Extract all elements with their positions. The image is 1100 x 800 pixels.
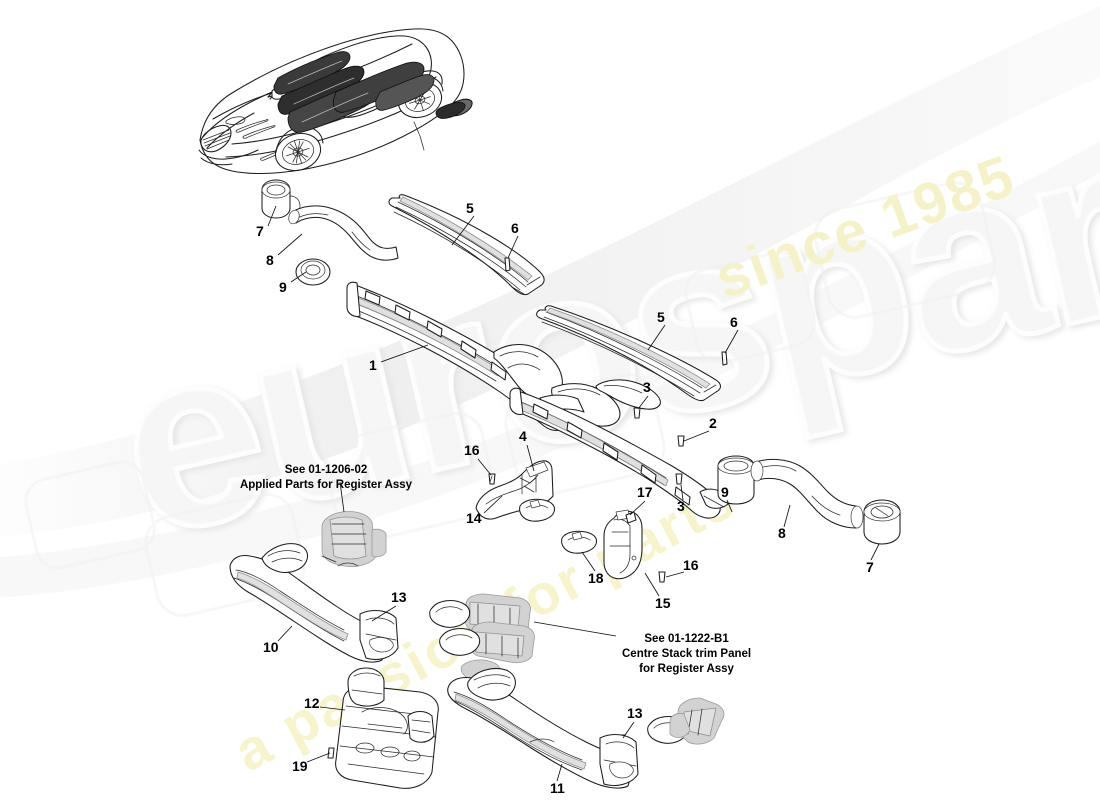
callout-7-upper: 7 — [256, 223, 264, 239]
part-9-connector-ring-lower — [717, 455, 755, 505]
part-6-clip-lower — [721, 351, 728, 366]
part-6-clip-upper — [504, 257, 511, 272]
callout-5-upper: 5 — [466, 200, 474, 216]
callout-9-lower: 9 — [721, 484, 729, 500]
callout-12: 12 — [304, 695, 320, 711]
fastener-3-upper — [633, 407, 641, 419]
callout-8-upper: 8 — [266, 252, 274, 268]
callout-3-upper: 3 — [643, 379, 651, 395]
callout-2: 2 — [709, 415, 717, 431]
part-18-retainer-clip — [561, 530, 597, 554]
callout-9-upper: 9 — [279, 279, 287, 295]
callout-7-lower: 7 — [866, 559, 874, 575]
callout-3-lower: 3 — [677, 498, 685, 514]
callout-15: 15 — [655, 595, 671, 611]
note-centre-stack-line-2: Centre Stack trim Panel — [622, 648, 752, 661]
note-centre-stack-line-1: See 01-1222-B1 — [644, 633, 729, 645]
callout-1: 1 — [369, 357, 377, 373]
part-11-driver-duct — [447, 667, 639, 789]
callout-11: 11 — [550, 780, 565, 796]
callout-16-lower: 16 — [683, 557, 699, 573]
note-centre-stack: See 01-1222-B1 Centre Stack trim Panel f… — [622, 632, 751, 678]
part-9-connector-ring-upper — [295, 258, 331, 286]
part-8-hose-upper — [288, 205, 399, 261]
highlighted-duct-in-car — [273, 51, 473, 133]
part-10-passenger-duct — [229, 543, 399, 663]
part-5-seal-strip-upper — [388, 194, 545, 296]
part-7-end-cap-lower — [863, 499, 901, 545]
vehicle-illustration — [198, 28, 473, 174]
callout-6-lower: 6 — [730, 314, 738, 330]
plenum-bracket — [595, 379, 661, 410]
part-15-bracket — [603, 509, 643, 580]
callout-5-lower: 5 — [657, 309, 665, 325]
note-applied-parts-line-2: Applied Parts for Register Assy — [239, 479, 413, 492]
register-assy-bottom-right — [669, 697, 725, 745]
part-5-seal-strip-lower — [536, 305, 722, 402]
fastener-16-upper — [488, 473, 496, 485]
callout-18: 18 — [588, 570, 604, 586]
clip-near-part-14 — [519, 498, 555, 522]
fastener-3-lower — [675, 473, 683, 485]
centre-stack-registers — [429, 593, 535, 681]
leader-lines — [267, 205, 880, 782]
part-17-bracket-right — [625, 511, 637, 524]
part-8-hose-lower — [750, 458, 864, 529]
callout-19: 19 — [292, 758, 308, 774]
fastener-16-lower — [658, 571, 666, 583]
part-1-main-duct — [346, 281, 621, 432]
callout-14: 14 — [466, 510, 482, 526]
part-7-end-cap-upper — [261, 179, 301, 219]
note-centre-stack-line-3: for Register Assy — [639, 663, 734, 676]
applied-parts-register-assy — [321, 511, 387, 567]
callout-13-a: 13 — [391, 589, 407, 605]
fastener-19 — [327, 747, 335, 759]
note-applied-parts: See 01-1206-02 Applied Parts for Registe… — [240, 463, 412, 493]
callout-4: 4 — [519, 428, 527, 444]
callout-8-lower: 8 — [778, 525, 786, 541]
fastener-2 — [677, 435, 685, 447]
callout-10: 10 — [263, 639, 279, 655]
callout-13-b: 13 — [627, 705, 643, 721]
callout-16-upper: 16 — [464, 442, 480, 458]
part-12-centre-console-duct — [335, 667, 439, 789]
callout-17: 17 — [637, 484, 653, 500]
callout-6-upper: 6 — [511, 220, 519, 236]
note-applied-parts-line-1: See 01-1206-02 — [284, 464, 368, 476]
